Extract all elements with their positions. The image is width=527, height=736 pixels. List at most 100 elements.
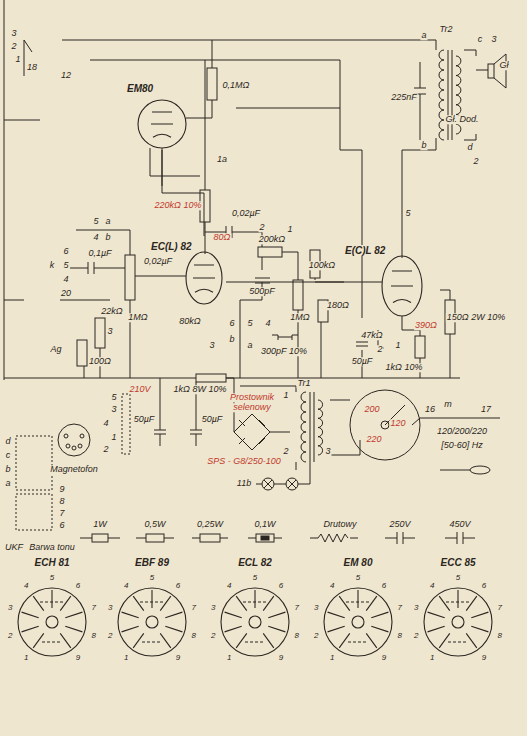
legend-symbols: [256, 534, 274, 542]
pin-lead: [236, 596, 247, 611]
legend-symbols: [318, 534, 348, 542]
pin-lead: [160, 596, 171, 611]
pin-lead: [366, 633, 377, 648]
component-label: Gł. Dod.: [444, 115, 479, 124]
pin-lead: [60, 596, 71, 611]
component-label: 2: [258, 223, 265, 232]
component-label: 5: [404, 209, 411, 218]
pin-lead: [268, 612, 285, 618]
component-label: Magnetofon: [49, 465, 99, 474]
pin-number: 9: [381, 653, 387, 661]
pin-lead: [225, 612, 242, 618]
pin-number: 2: [107, 631, 113, 639]
component-label: 300pF 10%: [260, 347, 308, 356]
tape-socket: [78, 444, 82, 448]
pin-number: 8: [397, 631, 403, 639]
tube-base-diagram: EBF 89: [106, 552, 198, 670]
pin-number: 3: [107, 604, 113, 612]
pin-number: 3: [413, 604, 419, 612]
pin-number: 1: [226, 653, 232, 661]
pin-number: 4: [23, 582, 29, 590]
legend-symbols: [261, 536, 269, 540]
legend-entry: 0,5W: [143, 519, 166, 529]
resistor-symbol: [77, 340, 87, 366]
pin-lead: [160, 633, 171, 648]
electrode-symbol: [193, 265, 215, 292]
component-label: 2: [376, 345, 383, 354]
legend-symbols: [397, 532, 463, 544]
legend-text: Drutowy: [323, 519, 356, 529]
tube-name: ECH 81: [33, 557, 70, 568]
pin-lead: [33, 633, 44, 648]
tube-base-diagram: EM 80: [312, 552, 404, 670]
component-label: 4: [102, 419, 109, 428]
tube-outline: [106, 552, 198, 670]
legend-symbols: [146, 534, 164, 542]
legend-symbols: [92, 534, 108, 542]
pin-lead: [254, 590, 255, 608]
component-label: 1: [110, 433, 117, 442]
pin-number: 7: [497, 604, 503, 612]
component-label: 80kΩ: [178, 317, 201, 326]
component-label: d: [466, 143, 473, 152]
capacitor-symbol: [154, 378, 166, 446]
electrode-symbol: [140, 602, 164, 642]
wire: [402, 138, 436, 258]
pin-number: 2: [413, 631, 419, 639]
wire: [4, 0, 460, 380]
pin-number: 2: [210, 631, 216, 639]
component-label: b: [104, 233, 111, 242]
tube-envelope: [138, 100, 186, 148]
wire: [24, 40, 436, 76]
pin-number: 6: [381, 582, 387, 590]
output-transformer: [448, 50, 452, 140]
pin-lead: [263, 633, 274, 648]
component-label: 4: [92, 233, 99, 242]
tube-envelope: [186, 252, 222, 304]
pin-number: 1: [329, 653, 335, 661]
component-label: 1: [286, 225, 293, 234]
pin-number: 5: [49, 574, 55, 582]
pin-lead: [428, 626, 445, 632]
component-label: 7: [58, 509, 65, 518]
electrode-symbol: [40, 602, 64, 642]
tube-outline: [6, 552, 98, 670]
wire: [272, 335, 298, 340]
component-label: 5: [92, 217, 99, 226]
legend-entry: 1W: [92, 519, 108, 529]
wire: [4, 0, 40, 380]
component-label: b: [228, 335, 235, 344]
tape-socket: [58, 394, 130, 456]
pin-lead: [165, 612, 182, 618]
pin-number: 6: [278, 582, 284, 590]
tube-name: EM80: [126, 83, 154, 94]
pin-number: 6: [481, 582, 487, 590]
pin-lead: [428, 612, 445, 618]
component-label: 1kΩ 8W 10%: [173, 385, 228, 394]
tube-name: EC(L) 82: [150, 241, 193, 252]
component-label: 4: [62, 275, 69, 284]
pin-number: 5: [455, 574, 461, 582]
tube-envelope: [424, 588, 492, 656]
tube-envelope: [18, 588, 86, 656]
tube-envelope: [221, 588, 289, 656]
component-label: 5: [62, 261, 69, 270]
switch-contacts: [16, 436, 52, 490]
tube-outline: [312, 552, 404, 670]
component-label: 1a: [216, 155, 228, 164]
tube-spigot: [452, 616, 464, 628]
output-transformer: [464, 50, 488, 140]
voltage-selector: [350, 390, 500, 474]
component-label: 100kΩ: [308, 261, 336, 270]
loudspeaker-symbol: [488, 64, 494, 78]
component-label: 12: [60, 71, 72, 80]
pin-lead: [328, 612, 345, 618]
pin-lead: [466, 633, 477, 648]
electrode-symbol: [446, 602, 470, 642]
pin-number: 6: [175, 582, 181, 590]
electrode-symbol: [346, 602, 370, 642]
legend-text: 0,5W: [144, 519, 165, 529]
